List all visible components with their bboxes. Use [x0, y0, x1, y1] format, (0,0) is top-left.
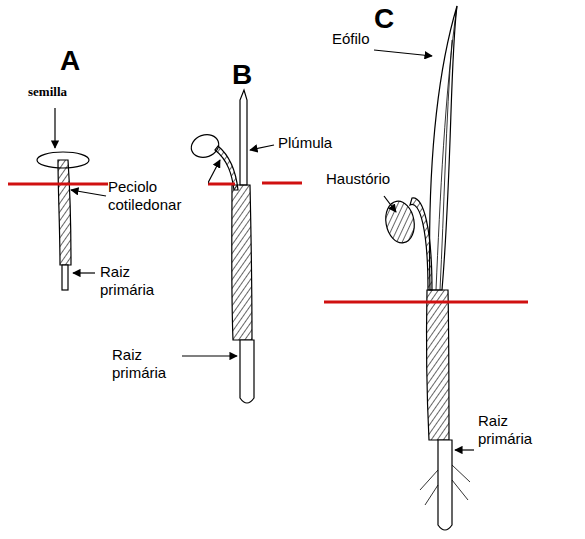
part-label: Haustório	[326, 170, 406, 188]
panel-letter: A	[60, 44, 100, 78]
part-label: Plúmula	[278, 134, 358, 152]
seedling-c	[383, 6, 470, 530]
seedling-a	[37, 152, 89, 290]
part-label: Raiz primária	[478, 412, 548, 448]
panel-letter: B	[232, 58, 272, 92]
ground-line	[8, 183, 528, 302]
part-label: Eófilo	[332, 30, 392, 48]
leader-arrow	[55, 50, 474, 450]
part-label: Raiz primária	[112, 346, 182, 382]
part-label: Raiz primária	[100, 263, 170, 299]
part-label: Peciolo cotiledonar	[108, 178, 208, 214]
panel-letter: C	[374, 2, 414, 36]
part-label: semilla	[28, 84, 108, 100]
